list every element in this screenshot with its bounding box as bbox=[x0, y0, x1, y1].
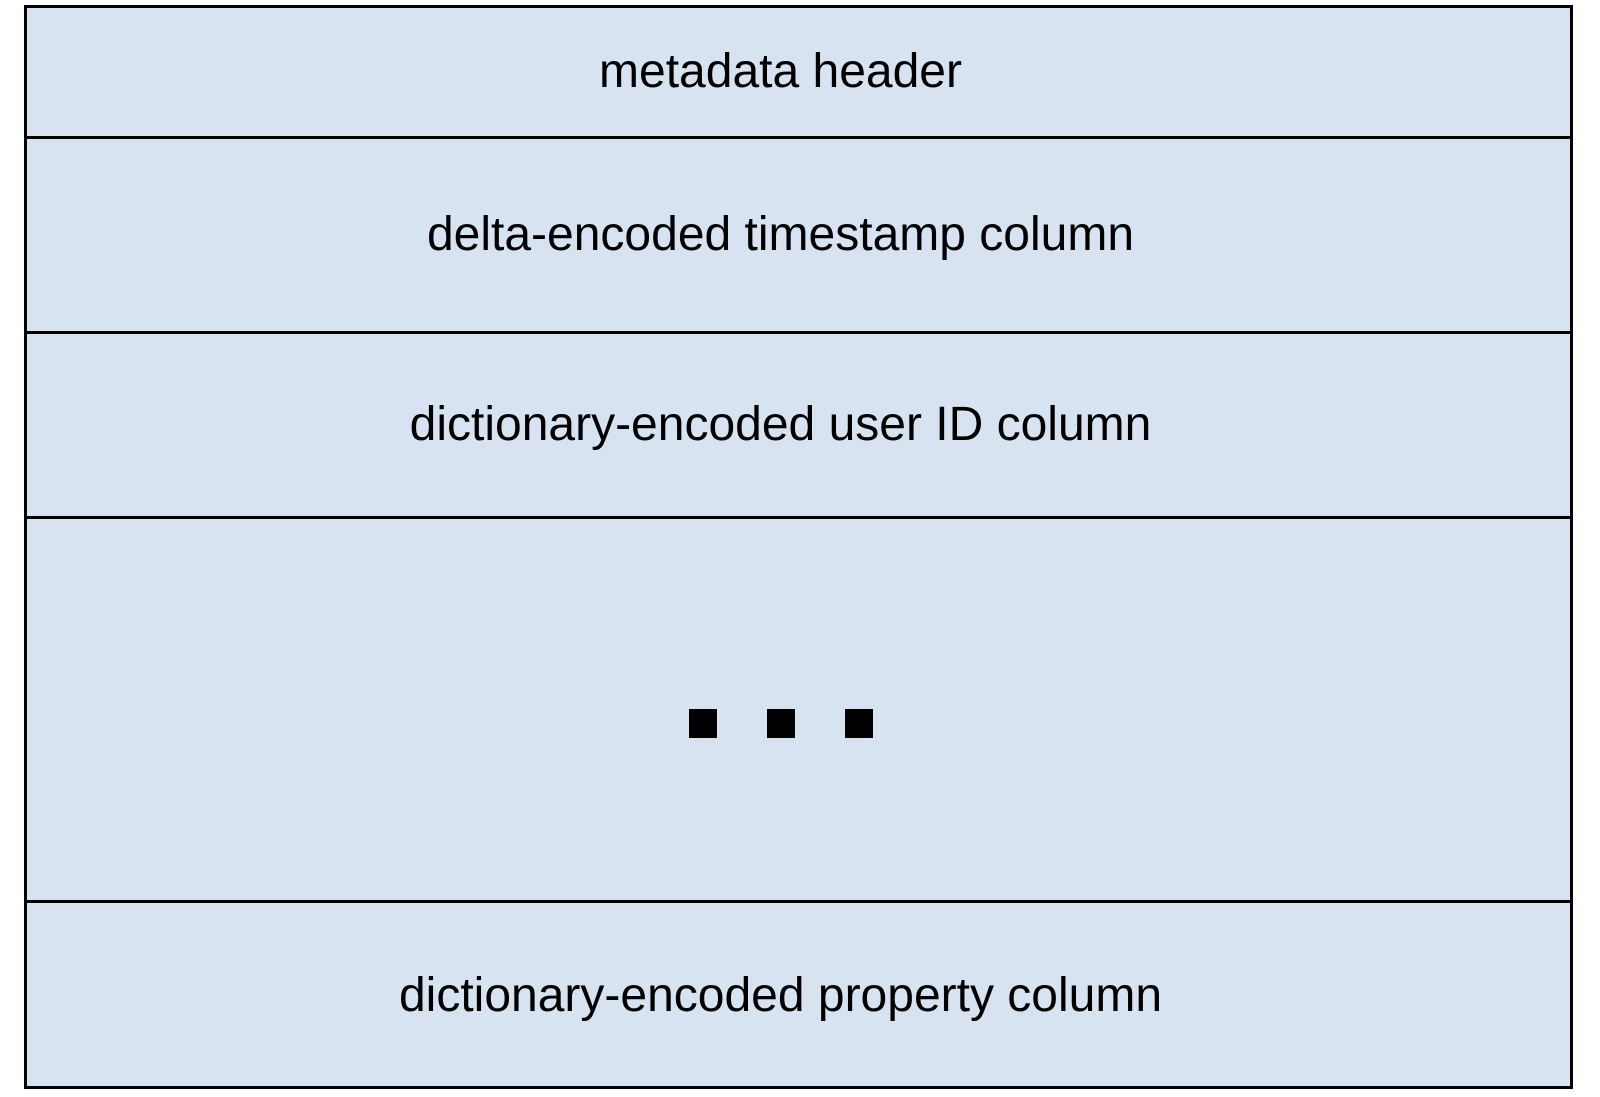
ellipsis-square bbox=[766, 709, 795, 738]
block-label-property-column: dictionary-encoded property column bbox=[398, 969, 1163, 1022]
block-label-metadata-header: metadata header bbox=[599, 45, 962, 98]
block-ellipsis-row bbox=[27, 519, 1570, 903]
block-user-id-column: dictionary-encoded user ID column bbox=[27, 334, 1570, 519]
ellipsis-square bbox=[688, 709, 717, 738]
block-timestamp-column: delta-encoded timestamp column bbox=[27, 139, 1570, 334]
block-property-column: dictionary-encoded property column bbox=[27, 903, 1570, 1089]
block-label-timestamp-column: delta-encoded timestamp column bbox=[426, 208, 1135, 261]
block-label-user-id-column: dictionary-encoded user ID column bbox=[409, 398, 1152, 451]
ellipsis-square bbox=[844, 709, 873, 738]
columnar-file-layout-diagram: metadata header delta-encoded timestamp … bbox=[24, 5, 1573, 1089]
block-metadata-header: metadata header bbox=[27, 8, 1570, 139]
ellipsis-icon bbox=[688, 709, 873, 738]
